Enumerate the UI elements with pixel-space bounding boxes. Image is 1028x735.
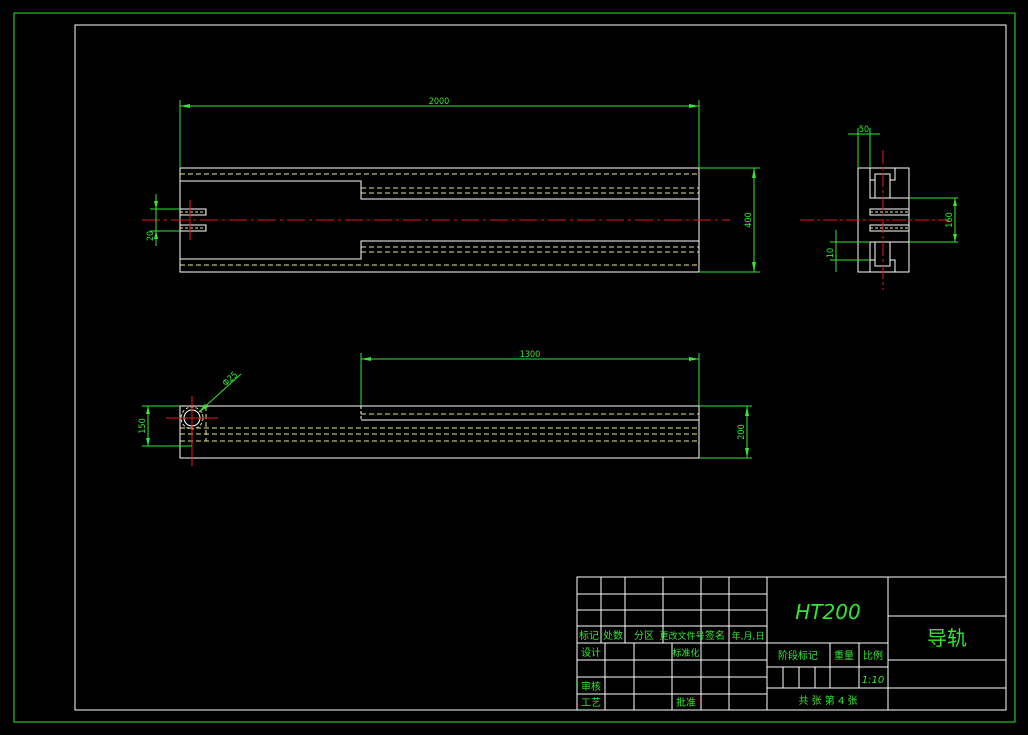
tb-standardize: 标准化 <box>672 647 699 659</box>
side-view: 50 160 10 <box>800 125 958 290</box>
tb-mark: 标记 <box>579 630 599 642</box>
dim-hole-diameter: Φ25 <box>221 370 240 389</box>
title-block-text: 标记 处数 分区 更改文件号 签名 年,月,日 设计 标准化 审核 工艺 批准 … <box>579 600 967 709</box>
tb-count: 处数 <box>603 629 623 642</box>
dim-side-slot: 10 <box>826 248 836 258</box>
dim-height-front: 400 <box>744 212 754 227</box>
dim-side-top-width: 50 <box>859 125 869 135</box>
dim-height-bottom: 200 <box>737 424 747 439</box>
front-step-top <box>180 180 699 200</box>
tb-process: 工艺 <box>581 697 601 709</box>
tb-change-doc: 更改文件号 <box>659 630 704 642</box>
tb-ratio-label: 比例 <box>863 649 883 662</box>
tb-approve: 批准 <box>676 696 696 709</box>
dim-left-offset: 150 <box>138 418 148 433</box>
outer-border <box>13 12 1016 723</box>
tb-stage-mark: 阶段标记 <box>778 649 818 662</box>
front-view: 2000 400 20 <box>142 97 760 273</box>
tb-review: 审核 <box>581 680 601 693</box>
dim-side-height: 160 <box>945 212 955 227</box>
tb-material: HT200 <box>795 600 860 624</box>
tb-part-name: 导轨 <box>927 626 967 650</box>
tb-zone: 分区 <box>634 630 654 642</box>
tb-sheets: 共 张 第 4 张 <box>798 694 857 707</box>
inner-border <box>74 24 1007 711</box>
bottom-view: 1300 Φ25 150 200 <box>138 350 752 466</box>
front-step-bottom <box>180 240 699 260</box>
bottom-view-outline <box>179 405 700 459</box>
dim-slot-width: 20 <box>146 231 156 241</box>
dim-total-length: 2000 <box>429 97 450 107</box>
tb-date: 年,月,日 <box>732 630 765 642</box>
tb-scale: 1:10 <box>862 675 884 686</box>
dim-slot-length: 1300 <box>520 350 541 360</box>
title-block <box>576 576 1007 711</box>
tb-signature: 签名 <box>705 629 725 642</box>
tb-design: 设计 <box>581 646 601 659</box>
tb-weight: 重量 <box>834 649 854 662</box>
